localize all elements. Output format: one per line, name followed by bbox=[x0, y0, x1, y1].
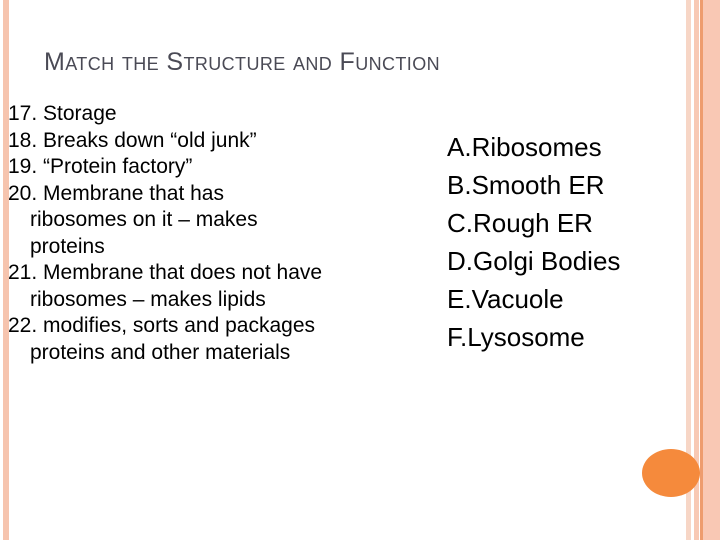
answer-text: Golgi Bodies bbox=[473, 246, 621, 276]
answer-choice: B.Smooth ER bbox=[447, 166, 620, 204]
question-number: 21. bbox=[8, 261, 38, 284]
question-first-line: 21. Membrane that does not have bbox=[8, 260, 436, 287]
question-first-line: 17. Storage bbox=[8, 101, 436, 128]
answer-letter: F. bbox=[447, 322, 468, 352]
question-number: 22. bbox=[8, 314, 38, 337]
slide-title: Match the Structure and Function bbox=[44, 48, 441, 76]
answer-text: Rough ER bbox=[473, 208, 593, 238]
answer-text: Smooth ER bbox=[471, 170, 605, 200]
question-first-line: 20. Membrane that has bbox=[8, 181, 436, 208]
answer-choice: A.Ribosomes bbox=[447, 128, 620, 166]
right-accent-stripe-2 bbox=[694, 0, 699, 540]
answer-choice: C.Rough ER bbox=[447, 204, 620, 242]
answer-text: Ribosomes bbox=[471, 132, 602, 162]
answer-letter: D. bbox=[447, 246, 473, 276]
question-item: 18. Breaks down “old junk” bbox=[8, 128, 436, 155]
question-item: 17. Storage bbox=[8, 101, 436, 128]
answer-text: Lysosome bbox=[467, 322, 585, 352]
answer-letter: B. bbox=[447, 170, 472, 200]
question-item: 19. “Protein factory” bbox=[8, 154, 436, 181]
question-first-line: 22. modifies, sorts and packages bbox=[8, 313, 436, 340]
question-number: 20. bbox=[8, 181, 38, 205]
question-number: 18. bbox=[8, 128, 38, 152]
question-number: 17. bbox=[8, 102, 38, 125]
left-accent-stripe bbox=[3, 0, 9, 540]
answer-choice: E.Vacuole bbox=[447, 280, 620, 318]
question-first-line: 18. Breaks down “old junk” bbox=[8, 128, 436, 155]
question-continuation-line: ribosomes – makes lipids bbox=[30, 287, 266, 311]
question-first-line: 19. “Protein factory” bbox=[8, 154, 436, 181]
question-continuation-line: proteins and other materials bbox=[30, 340, 291, 364]
right-accent-stripe-1 bbox=[686, 0, 691, 540]
right-accent-stripe-4 bbox=[703, 0, 720, 540]
answer-text: Vacuole bbox=[471, 284, 564, 314]
question-continuation-line: ribosomes on it – makes bbox=[30, 208, 258, 231]
answer-letter: E. bbox=[447, 284, 472, 314]
question-text: “Protein factory” bbox=[37, 155, 193, 178]
question-text: Membrane that does not have bbox=[37, 261, 323, 284]
question-continuation-line: proteins bbox=[30, 234, 105, 258]
question-text: modifies, sorts and packages bbox=[37, 314, 316, 337]
decorative-orange-circle bbox=[642, 449, 700, 497]
answer-letter: A. bbox=[447, 132, 472, 162]
question-text: Storage bbox=[37, 102, 117, 125]
right-accent-stripe-3 bbox=[700, 0, 703, 540]
answer-choice: D.Golgi Bodies bbox=[447, 242, 620, 280]
question-text: Membrane that has bbox=[37, 181, 224, 205]
question-text: Breaks down “old junk” bbox=[37, 128, 257, 152]
answer-letter: C. bbox=[447, 208, 473, 238]
answer-choice: F.Lysosome bbox=[447, 318, 620, 356]
question-number: 19. bbox=[8, 155, 38, 178]
